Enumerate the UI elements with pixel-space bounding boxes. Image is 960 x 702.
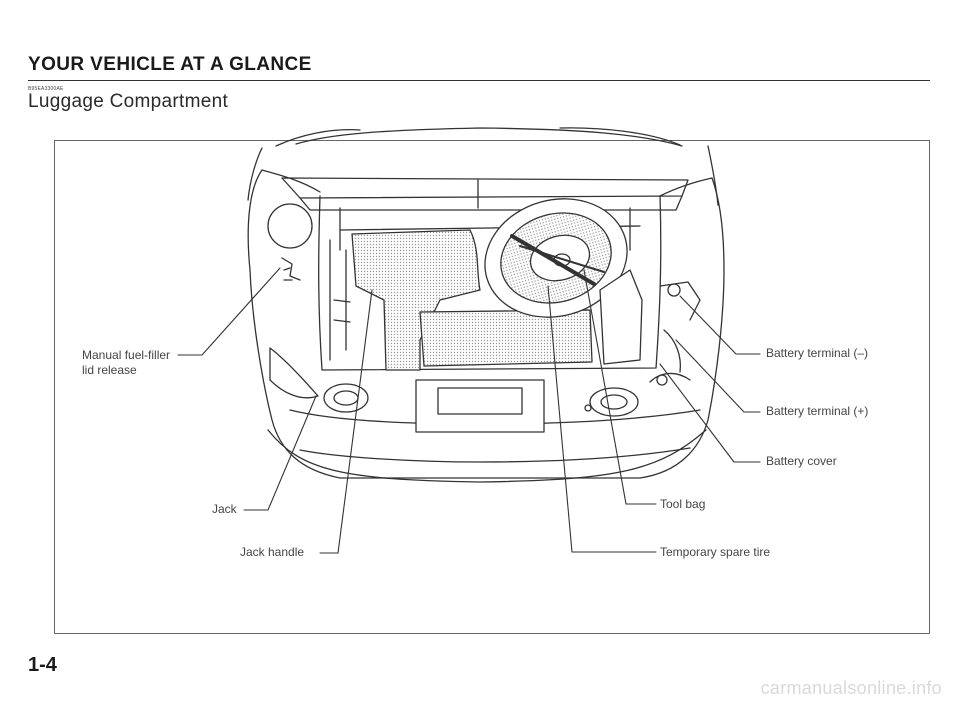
document-code: B95EA3300AE bbox=[28, 86, 64, 92]
trunk-mat-floor bbox=[419, 309, 593, 367]
section-title: YOUR VEHICLE AT A GLANCE bbox=[28, 54, 312, 75]
fuel-release-cover bbox=[267, 203, 313, 249]
label-fuel-filler-release-line2: lid release bbox=[82, 363, 137, 377]
page-heading: Luggage Compartment bbox=[28, 91, 229, 112]
watermark: carmanualsonline.info bbox=[760, 678, 942, 698]
left-lamp bbox=[323, 383, 369, 413]
header-rule bbox=[28, 80, 930, 81]
page-number: 1-4 bbox=[28, 654, 57, 676]
label-temporary-spare-tire: Temporary spare tire bbox=[660, 545, 771, 559]
label-battery-terminal-positive: Battery terminal (+) bbox=[766, 404, 869, 418]
left-trunk-wall bbox=[329, 239, 351, 361]
car-body bbox=[247, 169, 725, 483]
label-jack: Jack bbox=[212, 502, 237, 516]
label-jack-handle: Jack handle bbox=[240, 545, 305, 559]
battery-area bbox=[599, 269, 701, 386]
spare-tire bbox=[484, 198, 628, 318]
label-tool-bag: Tool bag bbox=[660, 497, 706, 511]
figure-frame bbox=[54, 140, 930, 634]
rear-bumper bbox=[289, 379, 701, 463]
label-fuel-filler-release-line1: Manual fuel-filler bbox=[82, 348, 171, 362]
trunk-mat-left bbox=[351, 229, 481, 371]
label-battery-cover: Battery cover bbox=[766, 454, 837, 468]
label-battery-terminal-negative: Battery terminal (–) bbox=[766, 346, 869, 360]
left-taillight bbox=[269, 347, 319, 399]
rear-spoiler bbox=[281, 177, 689, 251]
trunk-lid bbox=[247, 127, 719, 206]
callout-lines bbox=[177, 267, 761, 554]
right-lamp bbox=[589, 387, 639, 417]
